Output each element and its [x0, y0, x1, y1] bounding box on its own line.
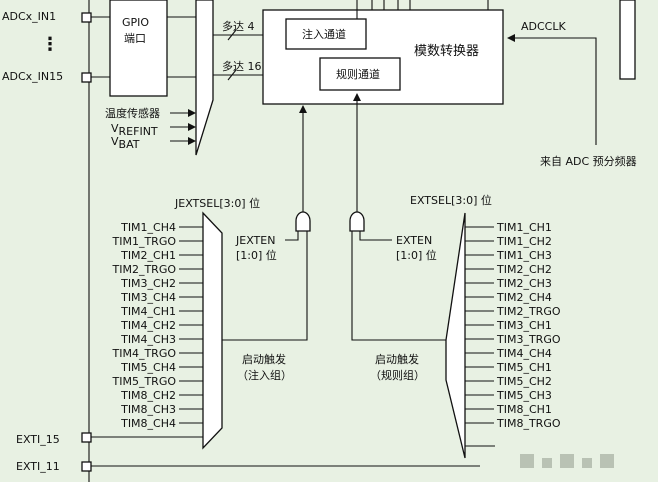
- trigger-source-label: TIM8_CH2: [120, 389, 176, 402]
- watermark-blur-4: [582, 458, 592, 468]
- pin-square-in15: [81, 72, 92, 83]
- regular-mux-output: [351, 231, 446, 341]
- pin-square-in1: [81, 12, 92, 23]
- jexten-wire: [285, 231, 299, 241]
- exten-bits-label: [1:0] 位: [396, 248, 437, 262]
- injected-trigger-mux: [202, 211, 223, 450]
- trigger-source-label: TIM3_CH2: [120, 277, 176, 290]
- injected-mux-output: [222, 231, 308, 341]
- trigger-source-label: TIM8_CH1: [496, 403, 552, 416]
- injected-channels-box: [285, 18, 367, 50]
- trigger-source-label: TIM1_CH3: [496, 249, 552, 262]
- trigger-source-label: TIM2_CH4: [496, 291, 552, 304]
- bus-slash-1: [227, 29, 237, 41]
- regular-caption-1: 启动触发: [375, 352, 419, 366]
- adc-input-first-label: ADCx_IN1: [2, 10, 56, 23]
- trigger-source-label: TIM5_CH1: [496, 361, 552, 374]
- analog-mux: [195, 0, 214, 156]
- injected-caption-1: 启动触发: [242, 352, 286, 366]
- trigger-source-label: TIM1_CH4: [120, 221, 176, 234]
- watermark-blur-2: [542, 458, 552, 468]
- trigger-source-label: TIM3_CH4: [120, 291, 176, 304]
- injected-caption-2: （注入组）: [237, 368, 292, 382]
- gpio-label: GPIO: [122, 16, 149, 29]
- trigger-source-label: TIM4_TRGO: [112, 347, 177, 360]
- regular-trigger-mux: [445, 212, 466, 459]
- adc-prescaler-label: 来自 ADC 预分频器: [540, 154, 637, 168]
- regular-channels-label: 规则通道: [336, 67, 380, 81]
- temp-sensor-label: 温度传感器: [105, 106, 160, 120]
- exti15-label: EXTI_15: [16, 433, 60, 446]
- injected-and-gate: [295, 211, 311, 232]
- trigger-source-label: TIM3_TRGO: [496, 333, 561, 346]
- trigger-source-label: TIM8_CH4: [120, 417, 176, 430]
- exti11-pin-square: [81, 461, 92, 472]
- trigger-source-label: TIM5_TRGO: [112, 375, 177, 388]
- trigger-source-label: TIM1_CH1: [496, 221, 552, 234]
- injected-source-list: TIM1_CH4TIM1_TRGOTIM2_CH1TIM2_TRGOTIM3_C…: [112, 221, 203, 430]
- trigger-source-label: TIM2_TRGO: [496, 305, 561, 318]
- trigger-source-label: TIM8_CH3: [120, 403, 176, 416]
- vbat-label: VBAT: [111, 135, 140, 151]
- trigger-source-label: TIM5_CH2: [496, 375, 552, 388]
- injected-channels-label: 注入通道: [302, 27, 346, 41]
- watermark-blur-5: [600, 454, 614, 468]
- trigger-source-label: TIM5_CH4: [120, 361, 176, 374]
- regular-and-gate: [349, 211, 365, 232]
- trigger-source-label: TIM2_CH2: [496, 263, 552, 276]
- exti15-pin-square: [81, 432, 92, 443]
- adc-title: 模数转换器: [414, 44, 479, 59]
- adcclk-wire: [507, 34, 597, 145]
- bus-slash-2: [227, 69, 237, 81]
- trigger-source-label: TIM4_CH1: [120, 305, 176, 318]
- jexten-bits-label: [1:0] 位: [236, 248, 277, 262]
- trigger-source-label: TIM1_CH2: [496, 235, 552, 248]
- vrefint-label: VREFINT: [111, 122, 158, 138]
- trigger-source-label: TIM2_CH3: [496, 277, 552, 290]
- bus-up-to-16: 多达 16: [222, 59, 262, 73]
- exti11-label: EXTI_11: [16, 460, 60, 473]
- regular-caption-2: （规则组）: [370, 368, 425, 382]
- trigger-source-label: TIM4_CH2: [120, 319, 176, 332]
- regular-source-list: TIM1_CH1TIM1_CH2TIM1_CH3TIM2_CH2TIM2_CH3…: [465, 221, 561, 430]
- gpio-box: [109, 0, 168, 97]
- trigger-source-label: TIM1_TRGO: [112, 235, 177, 248]
- trigger-source-label: TIM3_CH1: [496, 319, 552, 332]
- exten-wire: [359, 231, 392, 241]
- trigger-source-label: TIM4_CH3: [120, 333, 176, 346]
- data-register-bar: [619, 0, 636, 80]
- trigger-source-label: TIM5_CH3: [496, 389, 552, 402]
- adc-input-last-label: ADCx_IN15: [2, 70, 63, 83]
- trigger-source-label: TIM2_CH1: [120, 249, 176, 262]
- adc-input-dots: ⋮: [41, 34, 59, 55]
- trigger-source-label: TIM4_CH4: [496, 347, 552, 360]
- trigger-source-label: TIM2_TRGO: [112, 263, 177, 276]
- gpio-port-label: 端口: [124, 32, 146, 45]
- regular-channels-box: [319, 57, 401, 91]
- jexten-label: JEXTEN: [235, 234, 275, 247]
- extsel-label: EXTSEL[3:0] 位: [410, 193, 492, 207]
- jextsel-label: JEXTSEL[3:0] 位: [174, 196, 260, 210]
- adcclk-label: ADCCLK: [521, 20, 566, 33]
- watermark-blur-3: [560, 454, 574, 468]
- exten-label: EXTEN: [396, 234, 432, 247]
- watermark-blur-1: [520, 454, 534, 468]
- trigger-source-label: TIM8_TRGO: [496, 417, 561, 430]
- bus-up-to-4: 多达 4: [222, 19, 255, 33]
